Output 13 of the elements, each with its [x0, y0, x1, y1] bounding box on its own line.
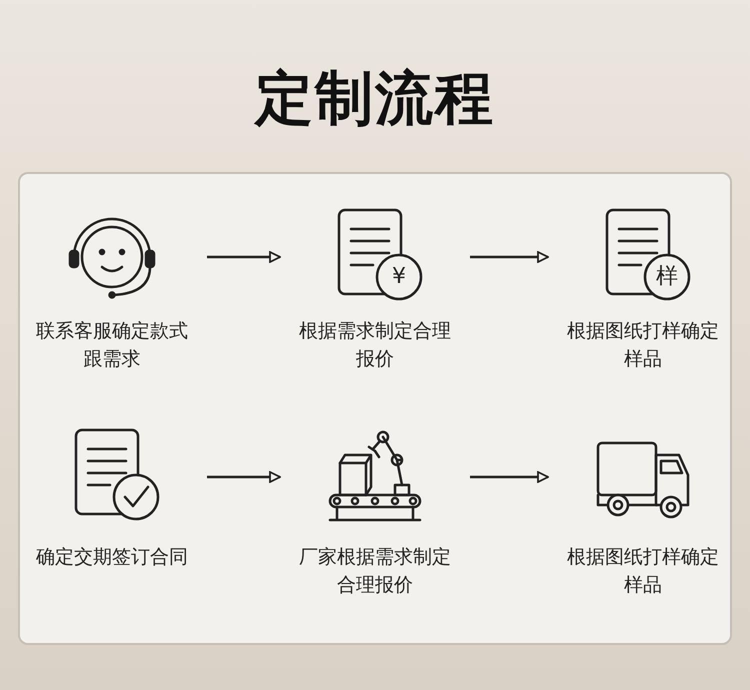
arrow: [207, 471, 281, 483]
step-text: 根据图纸打样确定样品: [566, 545, 720, 598]
title: 定制流程: [252, 63, 496, 134]
document-symbol: ¥: [392, 266, 406, 288]
arrow: [207, 251, 281, 263]
step-text: 厂家根据需求制定合理报价: [298, 545, 452, 598]
step-text: 确定交期签订合同: [35, 545, 189, 570]
arrow: [470, 251, 549, 263]
step-text: 根据图纸打样确定样品: [566, 319, 720, 372]
step-text: 联系客服确定款式跟需求: [35, 319, 189, 372]
step-text: 根据需求制定合理报价: [298, 319, 452, 372]
document-symbol: 样: [656, 266, 678, 288]
arrow: [470, 471, 549, 483]
